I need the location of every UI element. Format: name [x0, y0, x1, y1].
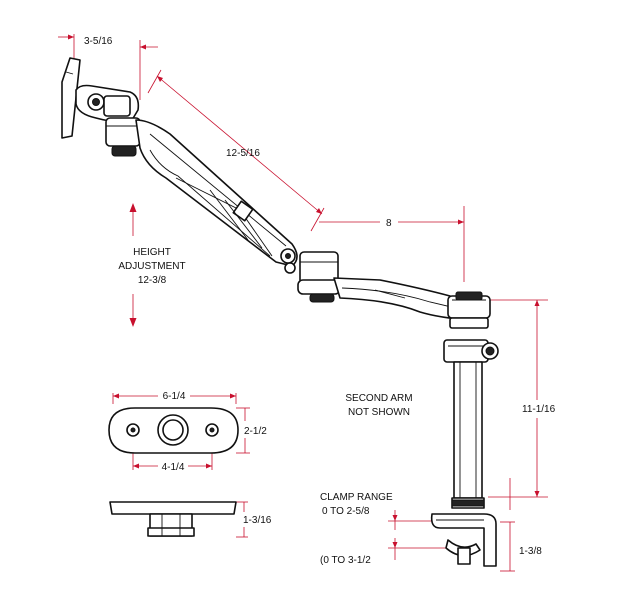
text-labels: 3-5/16 12-5/16 8 HEIGHT ADJUSTMENT 12-3/… [84, 36, 556, 566]
clamp [430, 497, 497, 567]
dim-clamp-height: 1-3/8 [519, 546, 542, 557]
dim-base-depth: 2-1/2 [244, 426, 267, 437]
dim-pole-height: 11-1/16 [522, 404, 556, 415]
dim-lower-arm-length: 8 [386, 218, 392, 229]
clamp-range-line2: 0 TO 2-5/8 [322, 506, 370, 517]
pole-top-swivel [447, 291, 491, 329]
base-side-view [109, 501, 237, 537]
clamp-range-alt: (0 TO 3-1/2 [320, 555, 371, 566]
height-collar [443, 339, 499, 363]
tilt-head [75, 84, 140, 123]
second-arm-line2: NOT SHOWN [348, 407, 410, 418]
height-adjustment-value: 12-3/8 [138, 275, 167, 286]
lower-arm [333, 277, 471, 321]
dim-monitor-offset: 3-5/16 [84, 36, 113, 47]
pole [453, 361, 483, 499]
base-top-view [108, 407, 239, 454]
clamp-range-line1: CLAMP RANGE [320, 492, 393, 503]
dim-base-width-outer: 6-1/4 [163, 391, 186, 402]
height-adjustment-line2: ADJUSTMENT [118, 261, 185, 272]
dim-base-height: 1-3/16 [243, 515, 272, 526]
height-adjustment-line1: HEIGHT [133, 247, 171, 258]
second-arm-line1: SECOND ARM [345, 393, 412, 404]
dim-arm-length: 12-5/16 [226, 148, 260, 159]
upper-arm [135, 119, 298, 274]
upper-swivel [105, 117, 141, 157]
elbow-joint [297, 251, 341, 303]
dim-base-width-inner: 4-1/4 [162, 462, 185, 473]
